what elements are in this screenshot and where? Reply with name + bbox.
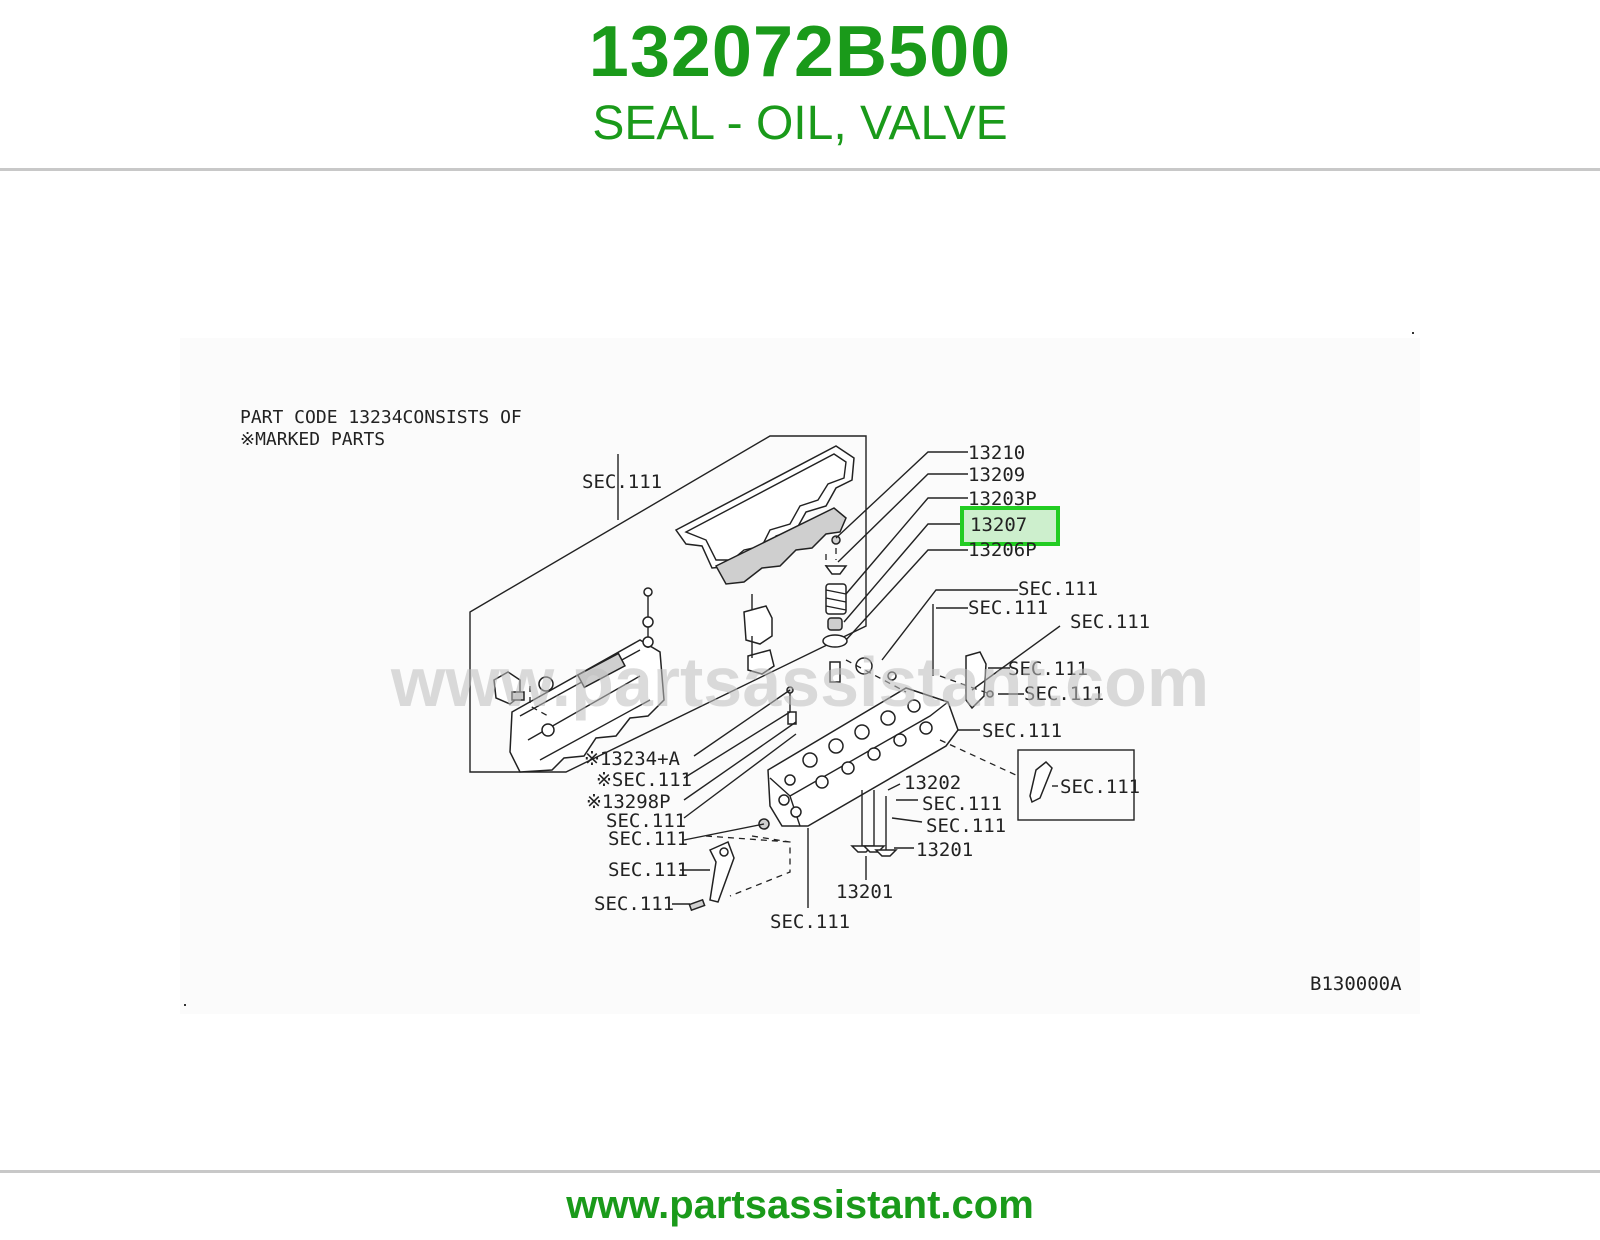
valve-guide: [829, 661, 841, 683]
valve-cotter: [831, 535, 841, 545]
label-13203p: 13203P: [968, 488, 1037, 510]
corner-speck: [184, 1004, 186, 1006]
gasket-inner: [684, 453, 847, 561]
engine-slinger-front: [965, 651, 987, 710]
highlighted-part-box: [960, 506, 1060, 546]
watermark: www.partsassistant.com: [390, 643, 1209, 721]
rear-lift-bracket: [708, 840, 735, 903]
assembly-dash-lines: [529, 548, 1019, 897]
label-sec111-r4: SEC.111: [1008, 658, 1088, 680]
part-number-title: 132072B500: [588, 12, 1012, 92]
label-13234a: ※13234+A: [584, 748, 681, 770]
rocker-cover-group-outline: [469, 435, 867, 773]
elbow-clamp-bolt: [511, 691, 525, 701]
breather-washer-bottom: [642, 636, 654, 648]
label-13298p: ※13298P: [586, 791, 671, 813]
plug-washer: [887, 671, 897, 681]
label-sec111-c2: SEC.111: [926, 815, 1006, 837]
label-sec111-glow-box: SEC.111: [1060, 776, 1140, 798]
label-sec111-l4: SEC.111: [608, 859, 688, 881]
part-description: SEAL - OIL, VALVE: [592, 97, 1008, 150]
label-13201-bottom: 13201: [836, 881, 893, 903]
label-13210: 13210: [968, 442, 1025, 464]
valve-spring-retainer: [824, 565, 848, 575]
breather-washer-top: [643, 587, 653, 597]
glow-plug-detail-box: [1017, 749, 1135, 821]
label-13209: 13209: [968, 464, 1025, 486]
page-header: 132072B500 SEAL - OIL, VALVE: [0, 0, 1600, 168]
diagram-note-line1: PART CODE 13234CONSISTS OF: [240, 407, 522, 428]
breather-seal: [642, 616, 654, 628]
label-13207-highlighted[interactable]: 13207: [970, 514, 1027, 536]
rear-bracket-hole: [719, 847, 729, 857]
valve-oil-seal: [827, 617, 843, 631]
label-sec111-l2: SEC.111: [606, 810, 686, 832]
glow-plug: [1029, 760, 1053, 804]
header-divider: [0, 168, 1600, 171]
valve-spring-seat: [822, 634, 848, 648]
label-13201-right: 13201: [916, 839, 973, 861]
label-sec111-cover: SEC.111: [582, 471, 662, 493]
label-sec111-bottom: SEC.111: [770, 911, 850, 933]
corner-speck: [1412, 332, 1414, 334]
cylinder-head-ports: [778, 699, 933, 818]
label-sec111-r5: SEC.111: [1024, 683, 1104, 705]
cover-bracket: [576, 652, 626, 689]
label-sec111-l3: SEC.111: [608, 828, 688, 850]
slinger-bolt-head: [986, 690, 994, 698]
diagram-note-line2: ※MARKED PARTS: [240, 429, 385, 450]
label-13206p: 13206P: [968, 539, 1037, 561]
valves: [850, 790, 898, 857]
elbow-clamp: [538, 676, 554, 692]
footer-divider: [0, 1170, 1600, 1173]
footer-site-url[interactable]: www.partsassistant.com: [566, 1183, 1034, 1227]
label-sec111-r2: SEC.111: [968, 597, 1048, 619]
label-sec111-r1: SEC.111: [1018, 578, 1098, 600]
figure-code: B130000A: [1310, 973, 1402, 995]
label-13202: 13202: [904, 772, 961, 794]
leader-lines: [617, 451, 1061, 908]
baffle-plate: [714, 507, 847, 585]
label-sec111-l5: SEC.111: [594, 893, 674, 915]
cylinder-head: [767, 687, 959, 827]
valve-spring-coils: [825, 589, 847, 611]
diagram-panel: [180, 338, 1420, 1014]
label-sec111-l1: ※SEC.111: [596, 769, 692, 791]
label-sec111-r3: SEC.111: [1070, 611, 1150, 633]
label-sec111-c1: SEC.111: [922, 793, 1002, 815]
rocker-bracket-lower: [747, 649, 775, 675]
rear-bracket-bolt: [688, 898, 706, 912]
rocker-bracket: [743, 605, 773, 645]
cover-filler-hole: [541, 723, 555, 737]
label-sec111-r6: SEC.111: [982, 720, 1062, 742]
